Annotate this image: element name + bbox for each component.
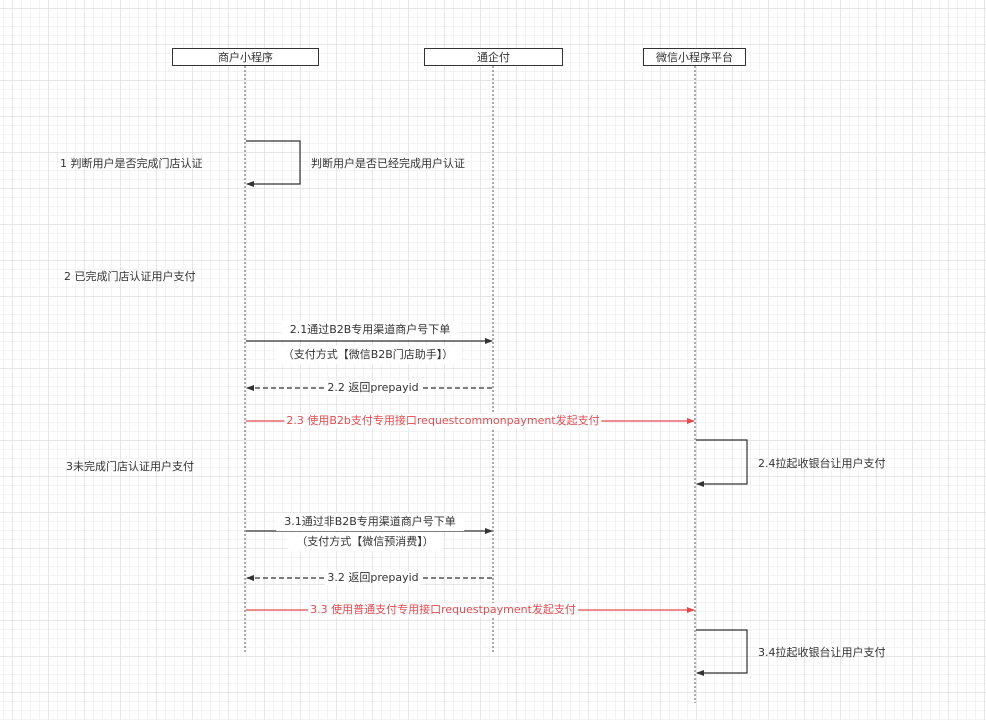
message-2-2-label: 2.2 返回prepayid (325, 381, 421, 395)
message-3-1-label: 3.1通过非B2B专用渠道商户号下单 (276, 513, 464, 531)
section-label-2: 2 已完成门店认证用户支付 (64, 270, 196, 283)
message-2-3-label: 2.3 使用B2b支付专用接口requestcommonpayment发起支付 (284, 414, 602, 428)
message-3-4-label: 3.4拉起收银台让用户支付 (758, 646, 886, 659)
participant-label: 通企付 (477, 50, 510, 64)
message-2-4-label: 2.4拉起收银台让用户支付 (758, 457, 886, 470)
participant-label: 商户小程序 (218, 50, 273, 64)
participant-merchant-miniprogram[interactable]: 商户小程序 (172, 48, 319, 66)
participant-tongqifu[interactable]: 通企付 (424, 48, 563, 66)
participant-label: 微信小程序平台 (656, 50, 733, 64)
message-3-1-sublabel: （支付方式【微信预消费】） (288, 533, 442, 551)
message-1-label: 判断用户是否已经完成用户认证 (311, 157, 465, 170)
section-label-3: 3未完成门店认证用户支付 (66, 460, 194, 473)
self-message-1-arrow (246, 140, 301, 187)
message-2-1-label: 2.1通过B2B专用渠道商户号下单 (281, 321, 459, 339)
section-label-1: 1 判断用户是否完成门店认证 (60, 157, 203, 170)
message-3-3-label: 3.3 使用普通支付专用接口requestpayment发起支付 (308, 603, 578, 617)
participant-wechat-platform[interactable]: 微信小程序平台 (643, 48, 746, 66)
self-message-2-4-arrow (696, 439, 748, 487)
message-3-2-label: 3.2 返回prepayid (325, 571, 421, 585)
message-2-1-sublabel: （支付方式【微信B2B门店助手】） (274, 346, 462, 364)
self-message-3-4-arrow (696, 629, 748, 676)
